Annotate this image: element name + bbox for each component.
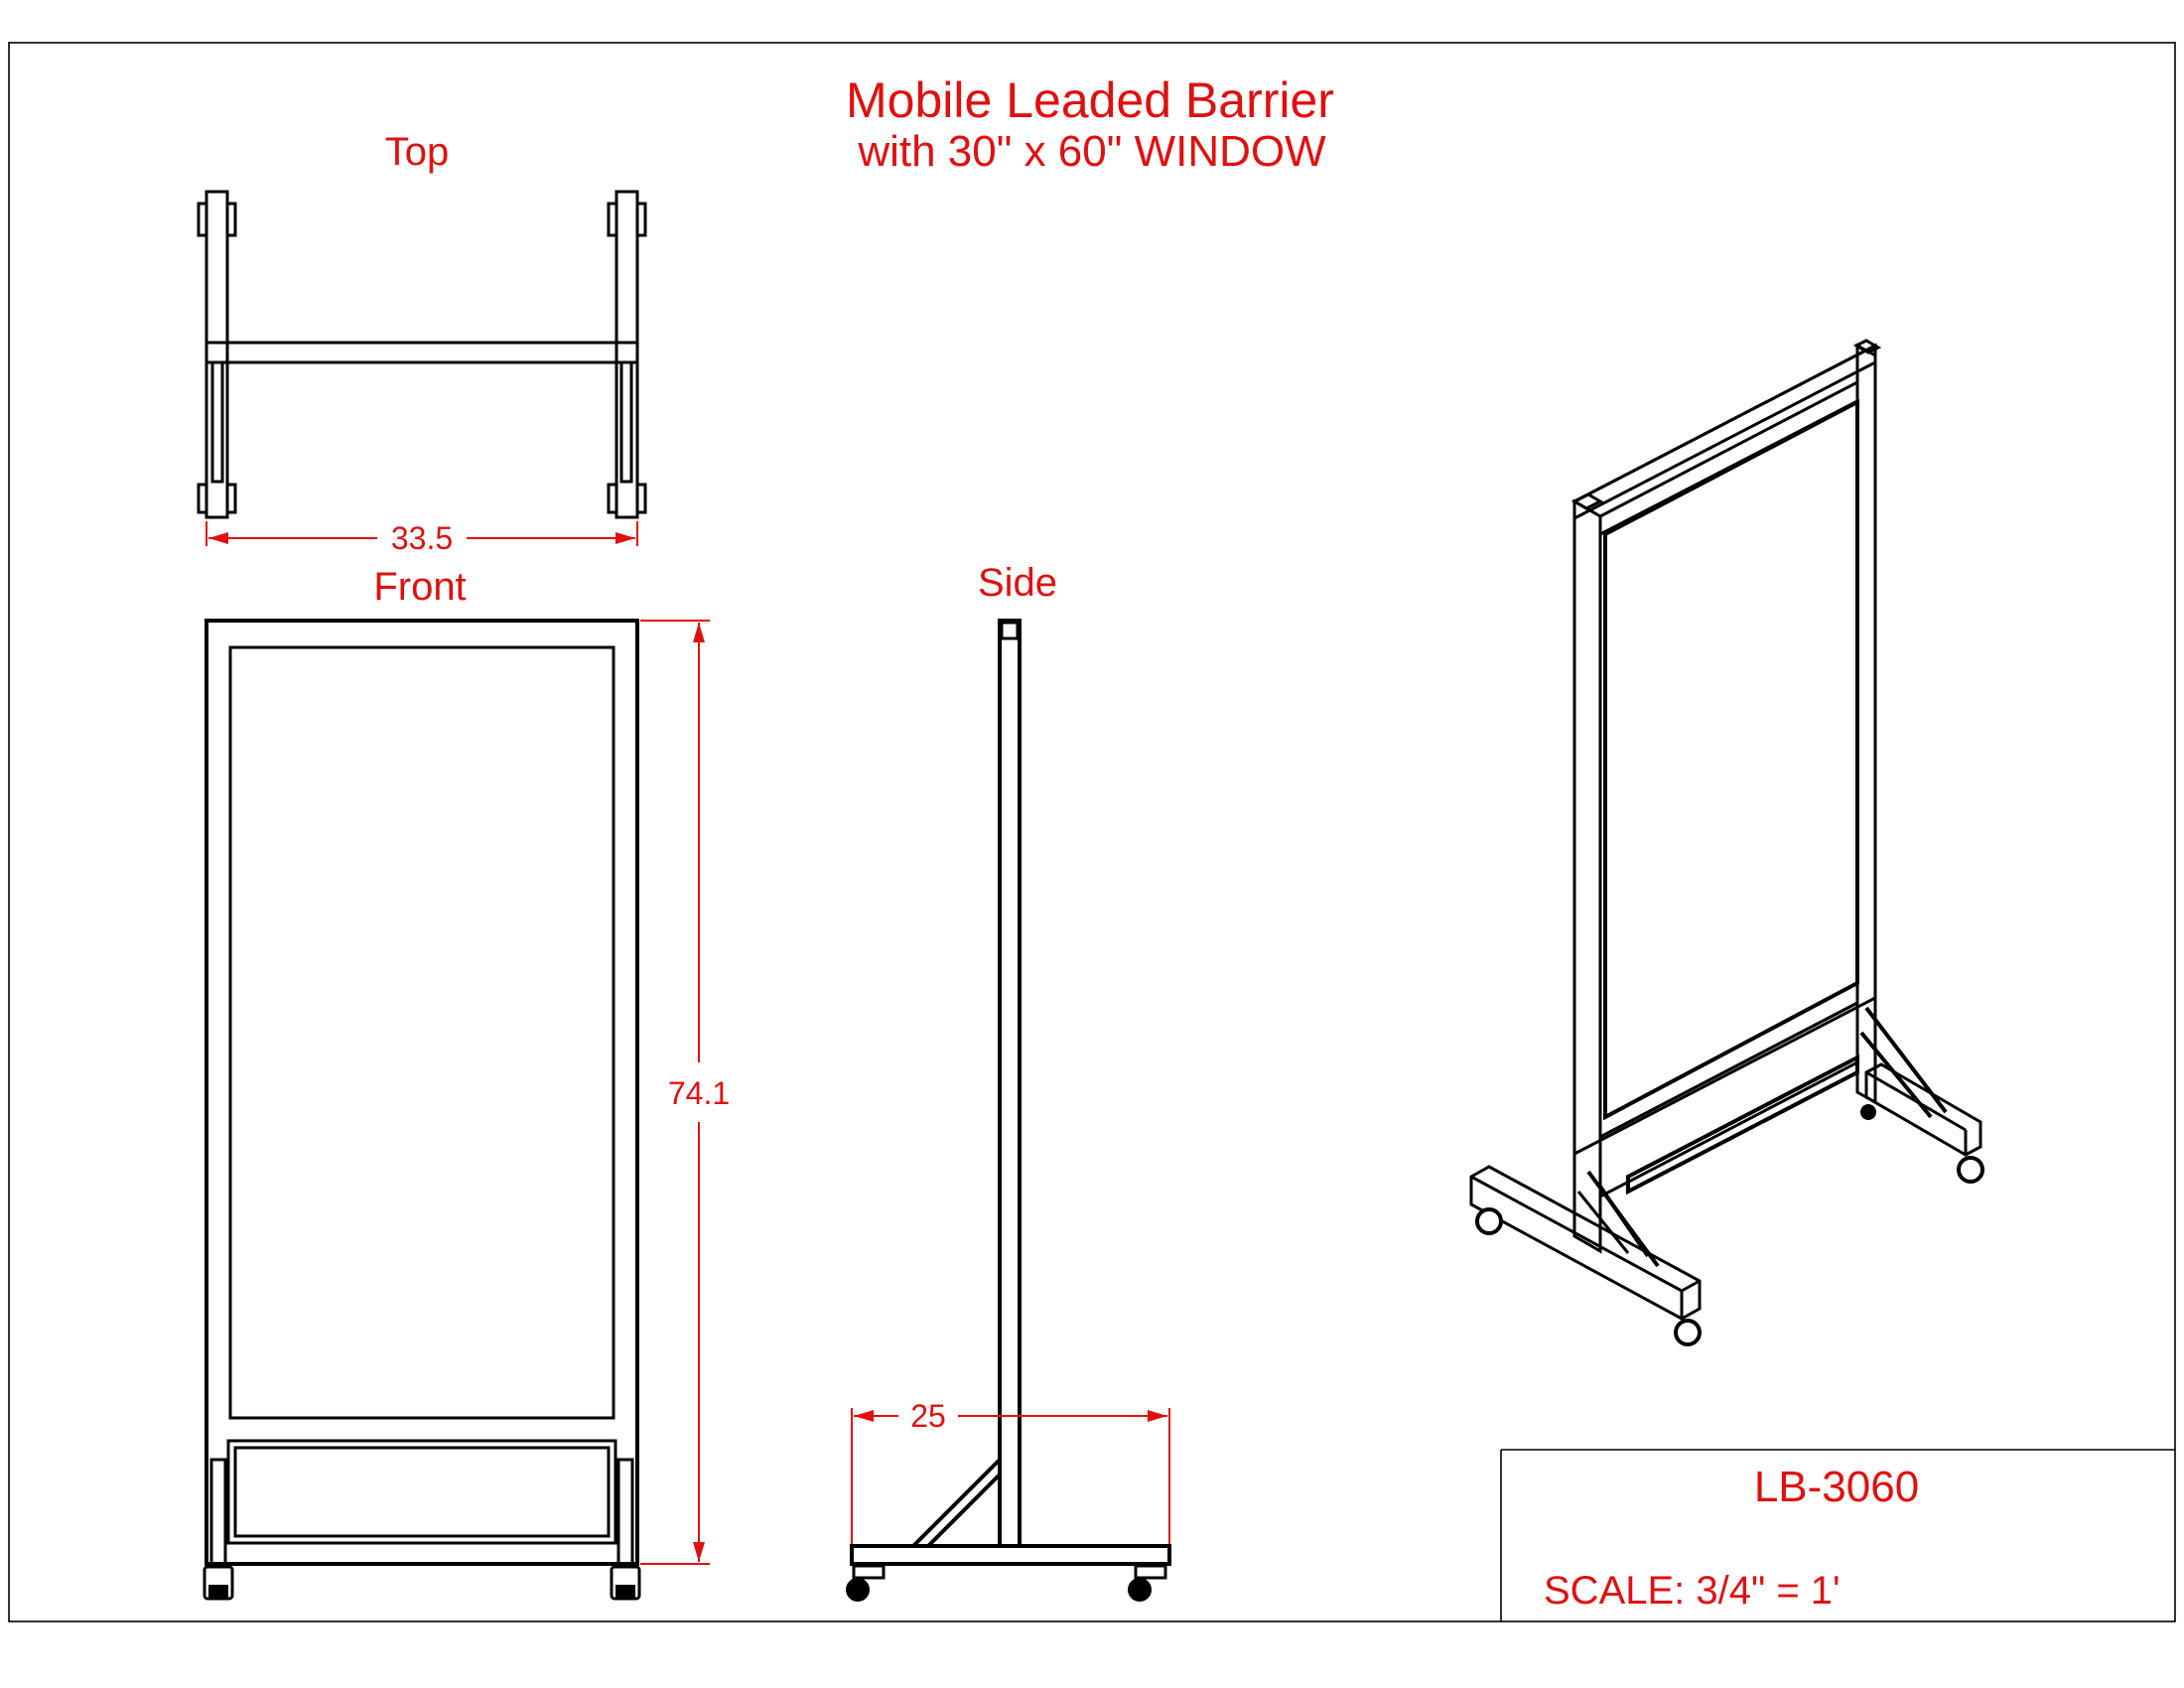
height-dimension: 74.1 — [640, 620, 730, 1565]
side-view-label: Side — [978, 561, 1057, 605]
top-view-label: Top — [385, 130, 450, 174]
sheet-border — [8, 42, 2176, 1622]
width-dimension: 33.5 — [205, 520, 638, 556]
side-view — [846, 619, 1171, 1602]
depth-value: 25 — [910, 1398, 946, 1434]
front-view-label: Front — [373, 565, 466, 609]
front-view — [203, 619, 641, 1601]
height-value: 74.1 — [668, 1075, 730, 1111]
title-block: LB-3060 SCALE: 3/4" = 1' — [1500, 1449, 2175, 1621]
scale-note: SCALE: 3/4" = 1' — [1544, 1569, 1841, 1613]
width-value: 33.5 — [391, 520, 453, 556]
depth-dimension: 25 — [851, 1398, 1170, 1544]
top-view — [197, 190, 647, 519]
part-number: LB-3060 — [1754, 1463, 1919, 1511]
drawing-subtitle: with 30" x 60" WINDOW — [857, 127, 1326, 176]
drawing-title: Mobile Leaded Barrier — [846, 72, 1334, 128]
isometric-view — [1469, 339, 1984, 1346]
